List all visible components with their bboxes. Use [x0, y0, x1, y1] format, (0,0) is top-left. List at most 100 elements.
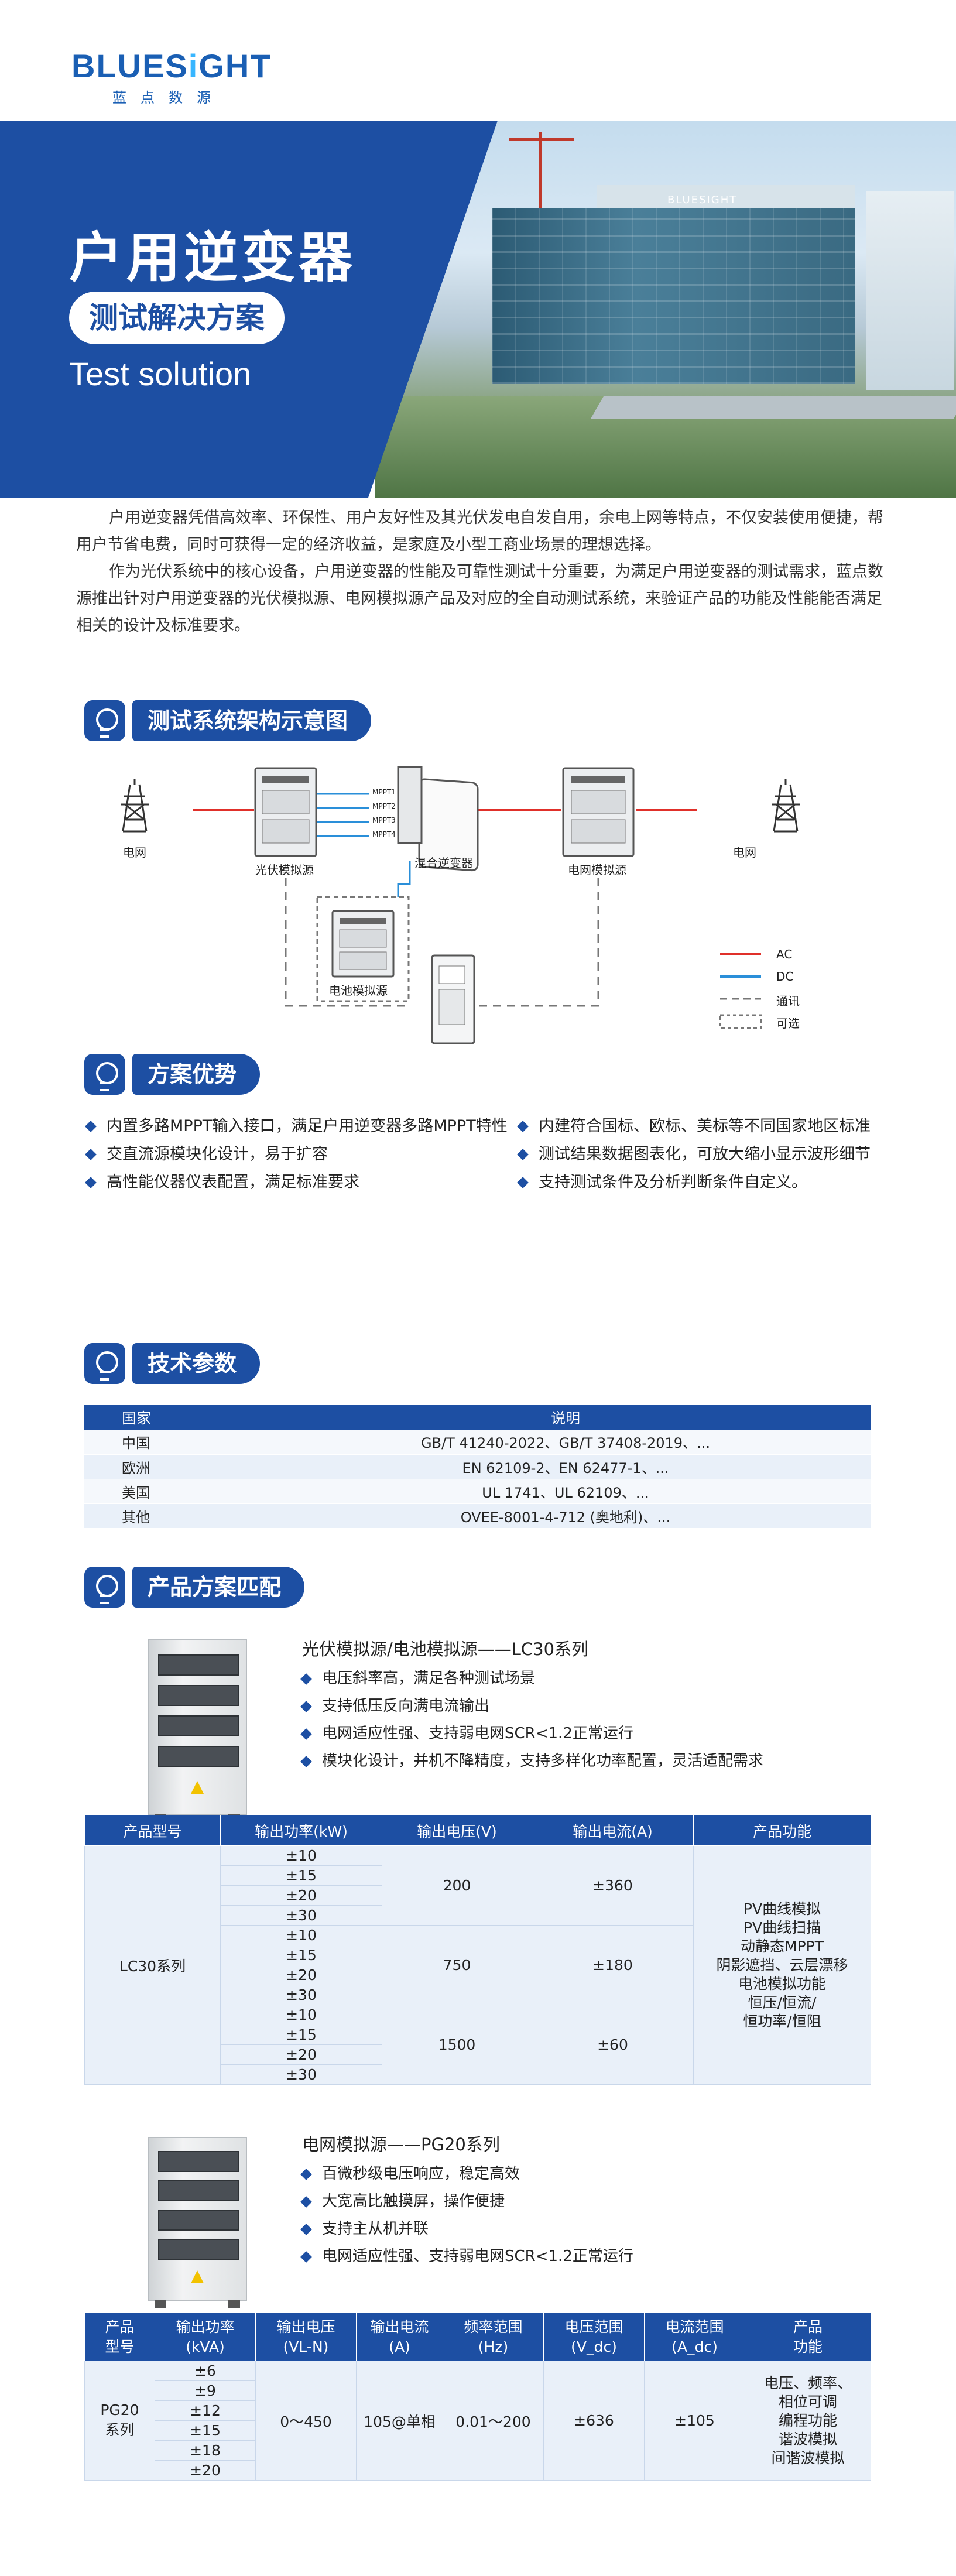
grid-simulator-cabinet	[562, 767, 635, 857]
hero-subtitle: 测试解决方案	[69, 292, 285, 344]
lightbulb-icon	[84, 1343, 125, 1384]
advantage-item: 高性能仪器仪表配置，满足标准要求	[85, 1169, 508, 1197]
brand-logo[interactable]: BLUESiGHT 蓝点数源	[71, 47, 270, 106]
bullet-icon	[85, 1121, 97, 1132]
bullet-icon	[300, 2168, 312, 2180]
table-row: ±30	[85, 1905, 871, 1926]
legend-dc: DC	[776, 970, 794, 984]
lc30-spec-table: 产品型号 输出功率(kW) 输出电压(V) 输出电流(A) 产品功能 LC30系…	[84, 1815, 871, 2085]
intro-paragraph: 户用逆变器凭借高效率、环保性、用户友好性及其光伏发电自发自用，余电上网等特点，不…	[76, 509, 883, 554]
diagram-graphics	[121, 766, 800, 1044]
lc30-product-image	[148, 1639, 247, 1822]
hero-title: 户用逆变器	[69, 227, 357, 289]
advantage-item: 支持测试条件及分析判断条件自定义。	[517, 1169, 871, 1197]
bullet-icon	[300, 1700, 312, 1712]
column-header: 输出电流(A)	[356, 2313, 443, 2361]
column-header: 输出电流(A)	[532, 1815, 694, 1846]
feature-item: 支持主从机并联	[300, 2215, 633, 2243]
label-grid-left: 电网	[123, 845, 146, 859]
table-row: ±18	[85, 2440, 871, 2461]
column-header: 输出电压(VL-N)	[255, 2313, 357, 2361]
pg20-title: 电网模拟源——PG20系列	[302, 2135, 500, 2154]
mppt-label: MPPT1	[372, 788, 396, 796]
label-pv-simulator: 光伏模拟源	[255, 863, 314, 877]
column-header: 频率范围(Hz)	[443, 2313, 544, 2361]
intro-text: 户用逆变器凭借高效率、环保性、用户友好性及其光伏发电自发自用，余电上网等特点，不…	[76, 505, 884, 639]
section-title: 方案优势	[132, 1054, 261, 1095]
building-photo: BLUESIGHT	[375, 121, 956, 498]
crane	[539, 132, 542, 208]
bullet-icon	[85, 1149, 97, 1160]
table-row: ±15	[85, 1865, 871, 1886]
advantages-right: 内建符合国标、欧标、美标等不同国家地区标准 测试结果数据图表化，可放大缩小显示波…	[517, 1112, 871, 1197]
advantages-left: 内置多路MPPT输入接口，满足户用逆变器多路MPPT特性 交直流源模块化设计，易…	[85, 1112, 508, 1197]
label-grid-right: 电网	[733, 845, 756, 859]
legend-optional: 可选	[776, 1016, 800, 1030]
table-row: ±15	[85, 1945, 871, 1965]
column-header: 产品型号	[84, 1815, 221, 1846]
label-battery-simulator: 电池模拟源	[329, 984, 388, 998]
column-header: 产品型号	[84, 2313, 155, 2361]
table-row: ±10 750 ±180	[85, 1925, 871, 2005]
column-header: 输出功率(kW)	[220, 1815, 382, 1846]
lightbulb-icon	[84, 1567, 125, 1608]
bullet-icon	[300, 2250, 312, 2263]
column-header: 产品功能	[745, 2313, 871, 2361]
pg20-spec-table: 产品型号 输出功率(kVA) 输出电压(VL-N) 输出电流(A) 频率范围(H…	[84, 2313, 871, 2481]
table-row: ±20	[85, 2460, 871, 2481]
table-row: ±9	[85, 2380, 871, 2401]
label-grid-simulator: 电网模拟源	[568, 863, 626, 877]
legend-ac: AC	[776, 947, 793, 961]
column-header: 国家	[84, 1405, 260, 1430]
warning-icon	[191, 2270, 204, 2283]
hero-banner: BLUESIGHT 户用逆变器 测试解决方案 Test solution	[0, 121, 956, 498]
pylon-icon	[121, 779, 149, 833]
advantage-item: 测试结果数据图表化，可放大缩小显示波形细节	[517, 1140, 871, 1169]
intro-paragraph: 作为光伏系统中的核心设备，户用逆变器的性能及可靠性测试十分重要，为满足户用逆变器…	[76, 563, 883, 635]
building-sign: BLUESIGHT	[667, 194, 738, 206]
building-tower	[866, 191, 954, 390]
comm-line	[285, 878, 410, 1007]
feature-item: 电压斜率高，满足各种测试场景	[300, 1665, 763, 1693]
table-row: ±15	[85, 2420, 871, 2441]
feature-item: 支持低压反向满电流输出	[300, 1693, 763, 1720]
advantage-item: 内置多路MPPT输入接口，满足户用逆变器多路MPPT特性	[85, 1112, 508, 1140]
mppt-label: MPPT2	[372, 802, 396, 810]
table-row: ±30	[85, 1985, 871, 2005]
column-header: 说明	[260, 1405, 871, 1430]
advantage-item: 交直流源模块化设计，易于扩容	[85, 1140, 508, 1169]
optional-box	[316, 896, 410, 1002]
label-inverter: 混合逆变器	[414, 856, 473, 870]
lightbulb-icon	[84, 700, 125, 741]
battery-simulator-cabinet	[331, 910, 395, 978]
feature-item: 电网适应性强、支持弱电网SCR<1.2正常运行	[300, 2243, 633, 2270]
bullet-icon	[85, 1177, 97, 1188]
table-row: ±10 1500 ±60	[85, 2005, 871, 2085]
feature-item: 模块化设计，并机不降精度，支持多样化功率配置，灵活适配需求	[300, 1748, 763, 1775]
mppt-label: MPPT3	[372, 816, 396, 824]
test-controller-cabinet	[431, 954, 475, 1044]
lc30-features: 电压斜率高，满足各种测试场景 支持低压反向满电流输出 电网适应性强、支持弱电网S…	[300, 1665, 763, 1775]
feature-item: 电网适应性强、支持弱电网SCR<1.2正常运行	[300, 1720, 763, 1748]
warning-icon	[191, 1781, 204, 1794]
column-header: 电流范围(A_dc)	[644, 2313, 745, 2361]
column-header: 输出电压(V)	[382, 1815, 532, 1846]
table-row: ±30	[85, 2064, 871, 2085]
pylon-icon	[772, 779, 800, 833]
bullet-icon	[300, 2223, 312, 2235]
bullet-icon	[517, 1149, 529, 1160]
feature-item: 百微秒级电压响应，稳定高效	[300, 2160, 633, 2188]
pg20-product-image	[148, 2137, 247, 2308]
building-facade	[492, 208, 855, 384]
logo-chinese: 蓝点数源	[112, 90, 225, 106]
pg20-features: 百微秒级电压响应，稳定高效 大宽高比触摸屏，操作便捷 支持主从机并联 电网适应性…	[300, 2160, 633, 2270]
table-row: ±20	[85, 2044, 871, 2065]
advantage-item: 内建符合国标、欧标、美标等不同国家地区标准	[517, 1112, 871, 1140]
